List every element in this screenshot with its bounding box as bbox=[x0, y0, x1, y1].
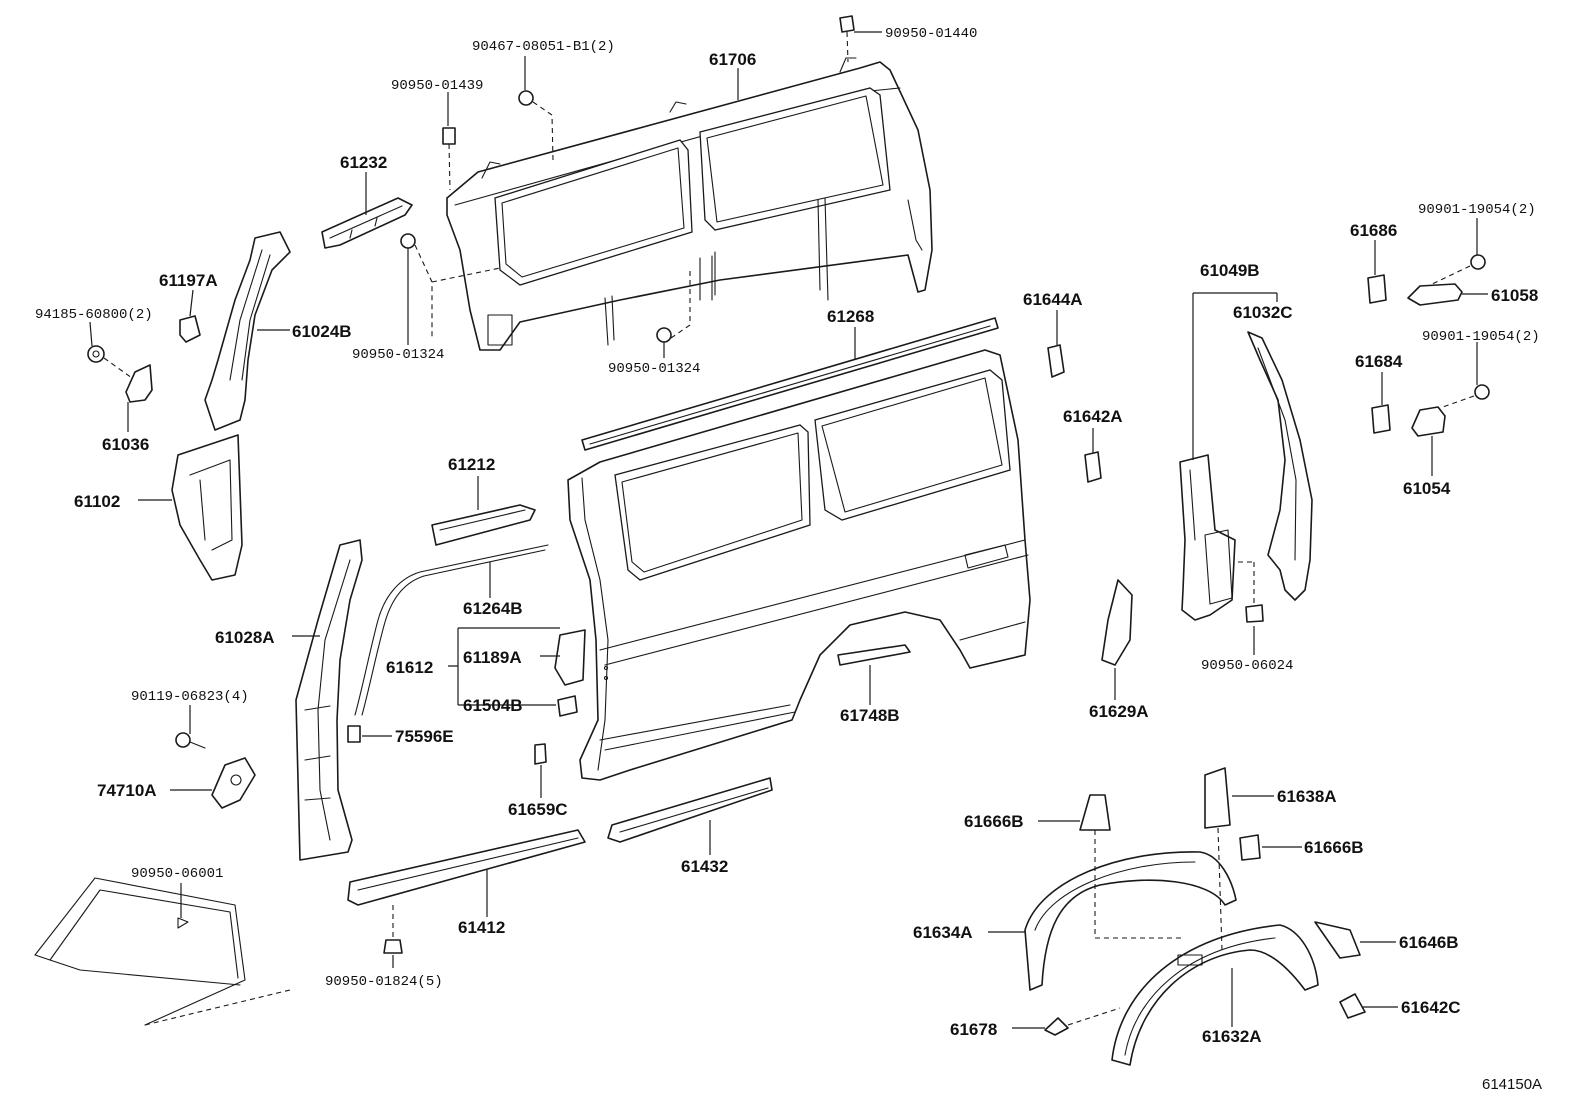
plug-61504B bbox=[557, 695, 578, 717]
label-61024B: 61024B bbox=[292, 322, 352, 341]
label-61638A: 61638A bbox=[1277, 787, 1337, 806]
bracket-61629A bbox=[1101, 579, 1133, 666]
label-61058: 61058 bbox=[1491, 286, 1538, 305]
label-61686: 61686 bbox=[1350, 221, 1397, 240]
label-90119-06823: 90119-06823(4) bbox=[131, 689, 249, 705]
bracket-61189A bbox=[554, 629, 586, 686]
panel-61102 bbox=[171, 434, 243, 581]
plate-61686 bbox=[1367, 274, 1387, 304]
label-61032C: 61032C bbox=[1233, 303, 1293, 322]
fastener-90467 bbox=[518, 90, 554, 161]
pillar-61024B bbox=[204, 231, 291, 431]
rocker-61412 bbox=[347, 829, 586, 906]
label-90950-06024: 90950-06024 bbox=[1201, 658, 1293, 674]
label-61634A: 61634A bbox=[913, 923, 973, 942]
label-61189A: 61189A bbox=[463, 648, 522, 667]
bracket-74710A bbox=[211, 757, 256, 809]
label-61049B: 61049B bbox=[1200, 261, 1260, 280]
label-61264B: 61264B bbox=[463, 599, 523, 618]
label-90950-01439: 90950-01439 bbox=[391, 78, 483, 94]
label-61642A: 61642A bbox=[1063, 407, 1123, 426]
label-61629A: 61629A bbox=[1089, 702, 1149, 721]
rail-61212 bbox=[431, 504, 536, 546]
label-90950-01324-b: 90950-01324 bbox=[608, 361, 700, 377]
label-61646B: 61646B bbox=[1399, 933, 1459, 952]
weatherstrip-61264B bbox=[354, 544, 549, 716]
patch-61642C bbox=[1339, 993, 1366, 1019]
pillar-61032C bbox=[1247, 331, 1313, 601]
label-61659C: 61659C bbox=[508, 800, 568, 819]
patch-61644A bbox=[1047, 344, 1065, 378]
label-61432: 61432 bbox=[681, 857, 728, 876]
bolt-90901-a bbox=[1429, 254, 1486, 286]
label-61748B: 61748B bbox=[840, 706, 900, 725]
label-90950-01440: 90950-01440 bbox=[885, 26, 977, 42]
bracket-61666B-a bbox=[1079, 794, 1185, 939]
label-61612: 61612 bbox=[386, 658, 433, 677]
label-74710A: 74710A bbox=[97, 781, 157, 800]
wheelhouse-61634A bbox=[1024, 851, 1237, 991]
label-61268: 61268 bbox=[827, 307, 874, 326]
part-labels: 90950-01440 90467-08051-B1(2) 61706 9095… bbox=[35, 26, 1542, 1093]
label-61197A: 61197A bbox=[159, 271, 218, 290]
fastener-90950-01324-a bbox=[400, 233, 501, 338]
label-75596E: 75596E bbox=[395, 727, 454, 746]
bracket-61036 bbox=[125, 364, 153, 403]
label-94185-60800: 94185-60800(2) bbox=[35, 307, 153, 323]
label-90467-08051-B1: 90467-08051-B1(2) bbox=[472, 39, 615, 55]
nut-94185 bbox=[87, 345, 133, 379]
plug-90950-06024 bbox=[1238, 561, 1264, 623]
bracket-61638A bbox=[1204, 767, 1231, 951]
bracket-61678 bbox=[1044, 1007, 1121, 1036]
label-61028A: 61028A bbox=[215, 628, 275, 647]
label-61632A: 61632A bbox=[1202, 1027, 1262, 1046]
label-61232: 61232 bbox=[340, 153, 387, 172]
bracket-61232 bbox=[321, 197, 413, 249]
label-90901-19054-b: 90901-19054(2) bbox=[1422, 329, 1540, 345]
label-61504B: 61504B bbox=[463, 696, 523, 715]
bolt-90901-b bbox=[1439, 384, 1490, 409]
pillar-61049B bbox=[1179, 454, 1236, 621]
clip-61659C bbox=[534, 743, 547, 765]
label-61212: 61212 bbox=[448, 455, 495, 474]
glass-90950-06001 bbox=[34, 877, 291, 1026]
bracket-61666B-b bbox=[1239, 834, 1261, 861]
label-90950-01824: 90950-01824(5) bbox=[325, 974, 443, 990]
label-61666B-b: 61666B bbox=[1304, 838, 1364, 857]
label-61642C: 61642C bbox=[1401, 998, 1461, 1017]
label-61706: 61706 bbox=[709, 50, 756, 69]
quarter-panel-61268 bbox=[567, 317, 1031, 781]
diagram-code: 614150A bbox=[1482, 1076, 1542, 1093]
clip-61197A bbox=[179, 315, 201, 343]
grommet-90950-01824 bbox=[383, 905, 403, 954]
bolt-90119 bbox=[175, 732, 206, 749]
patch-61642A bbox=[1084, 451, 1102, 483]
label-61054: 61054 bbox=[1403, 479, 1451, 498]
plate-61684 bbox=[1371, 404, 1391, 434]
rocker-61432 bbox=[607, 777, 773, 843]
label-61102: 61102 bbox=[74, 492, 120, 511]
wheel-arch-61632A bbox=[1111, 924, 1319, 1066]
label-61644A: 61644A bbox=[1023, 290, 1083, 309]
patch-61646B bbox=[1314, 921, 1361, 959]
label-90950-06001: 90950-06001 bbox=[131, 866, 223, 882]
label-90950-01324-a: 90950-01324 bbox=[352, 347, 444, 363]
trim-61748B bbox=[837, 644, 911, 666]
upper-side-panel-61706 bbox=[446, 57, 933, 351]
label-90901-19054-a: 90901-19054(2) bbox=[1418, 202, 1536, 218]
cap-75596E bbox=[347, 725, 361, 743]
label-61684: 61684 bbox=[1355, 352, 1403, 371]
label-61412: 61412 bbox=[458, 918, 505, 937]
label-61666B-a: 61666B bbox=[964, 812, 1024, 831]
fastener-90950-01440 bbox=[839, 15, 855, 63]
fastener-90950-01439 bbox=[442, 127, 456, 191]
pillar-61028A bbox=[295, 539, 363, 861]
label-61036: 61036 bbox=[102, 435, 149, 454]
label-61678: 61678 bbox=[950, 1020, 997, 1039]
leader-lines bbox=[89, 31, 1488, 1029]
handle-61054 bbox=[1411, 406, 1446, 437]
handle-61058 bbox=[1407, 283, 1463, 306]
